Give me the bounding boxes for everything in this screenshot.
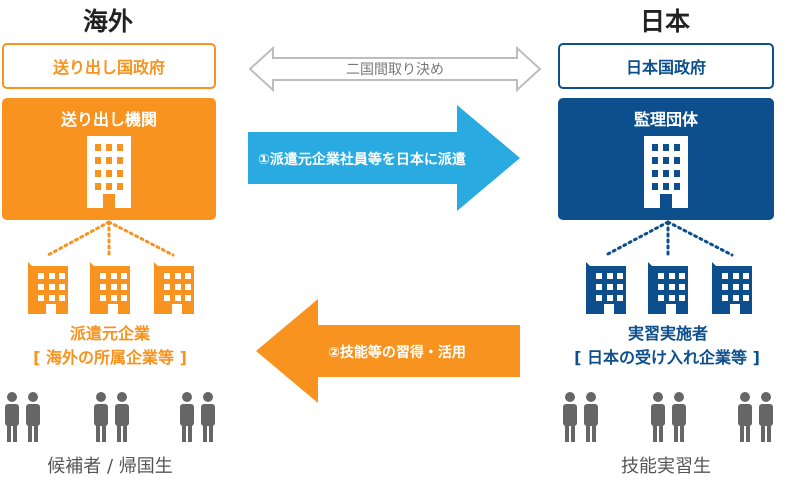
japan-heading: 日本 [639, 7, 690, 36]
dispatch-arrow-label: ①派遣元企業社員等を日本に派遣 [258, 152, 466, 168]
technical-intern-label: 技能実習生 [621, 456, 711, 477]
supervising-organization-label: 監理団体 [633, 110, 698, 129]
building-icon [712, 262, 752, 314]
sending-agency-label: 送り出し機関 [60, 110, 157, 129]
building-icon [28, 262, 68, 314]
dispatch-company-label: 派遣元企業 [69, 324, 150, 343]
sending-government-label: 送り出し国政府 [52, 58, 165, 77]
building-icon [87, 136, 131, 208]
implementing-organization-label: 実習実施者 [627, 324, 708, 343]
people-icon [5, 392, 40, 442]
people-icon [94, 392, 129, 442]
people-icon [180, 392, 215, 442]
overseas-heading: 海外 [82, 7, 133, 36]
building-icon [586, 262, 626, 314]
building-icon [154, 262, 194, 314]
building-icon [90, 262, 130, 314]
supervising-organization-box: 監理団体 [558, 98, 774, 220]
sending-agency-box: 送り出し機関 [2, 98, 216, 220]
dispatch-company-sub-label: [ 海外の所属企業等 ] [33, 348, 187, 367]
people-icon [738, 392, 773, 442]
building-icon [644, 136, 688, 208]
japan-government-box: 日本国政府 [558, 43, 774, 89]
people-icon [651, 392, 686, 442]
agreement-label: 二国間取り決め [346, 62, 444, 78]
return-arrow-label: ②技能等の習得・活用 [328, 345, 466, 361]
implementing-organization-sub-label: [ 日本の受け入れ企業等 ] [574, 348, 760, 367]
building-icon [648, 262, 688, 314]
people-icon [563, 392, 598, 442]
japan-government-label: 日本国政府 [625, 58, 706, 77]
sending-country-government-box: 送り出し国政府 [2, 43, 216, 89]
candidates-label: 候補者 / 帰国生 [47, 456, 173, 477]
